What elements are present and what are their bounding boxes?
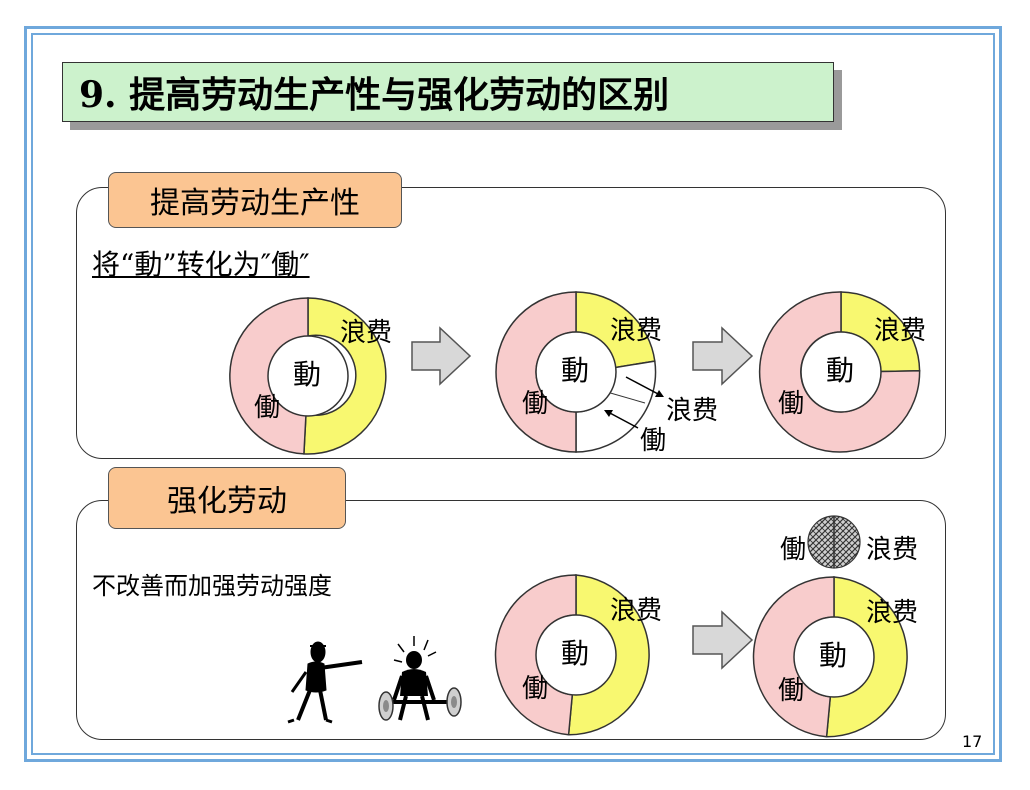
productivity-tag: 提高劳动生产性 bbox=[108, 172, 402, 228]
work-pointer-line bbox=[607, 411, 639, 429]
supervisor-pointing-icon bbox=[287, 641, 363, 724]
donut-productivity-before bbox=[229, 297, 387, 455]
ball-work-label: 働 bbox=[780, 535, 807, 565]
work-label: 働 bbox=[778, 389, 805, 419]
work-label: 働 bbox=[254, 393, 281, 423]
center-label: 動 bbox=[826, 354, 855, 387]
center-label: 動 bbox=[561, 354, 590, 387]
ball-waste-label: 浪费 bbox=[866, 535, 919, 565]
waste-label: 浪费 bbox=[340, 318, 393, 348]
work-label: 働 bbox=[522, 389, 549, 419]
waste-segment bbox=[303, 297, 387, 455]
weightlifter-icon bbox=[378, 636, 462, 721]
work-label: 働 bbox=[778, 676, 805, 706]
crosshatched-ball-icon bbox=[807, 515, 861, 569]
right-arrow-icon bbox=[692, 610, 754, 670]
removed-waste-label: 浪费 bbox=[666, 396, 719, 426]
donut-intensification-after bbox=[752, 576, 908, 738]
waste-label: 浪费 bbox=[610, 316, 663, 346]
donut-productivity-middle bbox=[495, 291, 664, 453]
outer-frame bbox=[24, 26, 1002, 762]
intensification-tag: 强化劳动 bbox=[108, 467, 346, 529]
intensification-description: 不改善而加强劳动强度 bbox=[92, 572, 332, 600]
waste-label: 浪费 bbox=[866, 598, 919, 628]
right-arrow-icon bbox=[692, 326, 754, 386]
donut-center bbox=[800, 331, 882, 413]
inner-frame bbox=[31, 33, 995, 755]
center-label: 動 bbox=[819, 639, 848, 672]
waste-pointer-line bbox=[625, 376, 661, 396]
waste-pointer-head bbox=[655, 390, 664, 397]
donut-center bbox=[267, 335, 349, 417]
donut-center bbox=[535, 614, 617, 696]
work-label: 働 bbox=[522, 674, 549, 704]
work-pointer-head bbox=[604, 410, 613, 417]
page-number: 17 bbox=[962, 732, 983, 751]
page-title: 9. 提高劳动生产性与强化劳动的区别 bbox=[62, 62, 834, 122]
center-label: 動 bbox=[293, 358, 322, 391]
removed-work-label: 働 bbox=[640, 426, 667, 456]
center-label: 動 bbox=[561, 637, 590, 670]
donut-intensification-before bbox=[494, 574, 650, 736]
right-arrow-icon bbox=[411, 326, 472, 386]
waste-label: 浪费 bbox=[610, 596, 663, 626]
donut-center bbox=[793, 616, 875, 698]
donut-center bbox=[535, 331, 617, 413]
donut-productivity-after bbox=[758, 291, 921, 453]
waste-label: 浪费 bbox=[874, 316, 927, 346]
productivity-subtitle: 将“動”转化为″働″ bbox=[92, 248, 310, 281]
